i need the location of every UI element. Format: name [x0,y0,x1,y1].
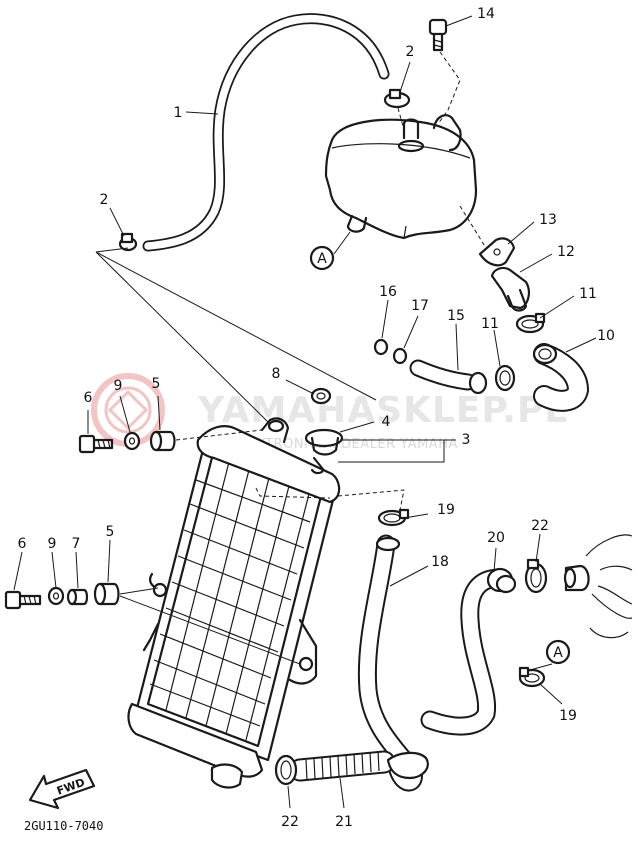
part-engine-stub [563,534,633,639]
part-hose-20 [420,567,517,736]
reference-marker-a-lower: A [545,639,571,665]
callout-label: 5 [106,524,115,540]
part-clamp-22-lower [274,754,298,786]
part-hose-10 [532,343,589,412]
watermark: YAMAHASKLEP.PL ELEKTRONICZ I DEALER YAMA… [91,373,568,452]
callout-label: 8 [272,366,281,382]
part-clamp-22-right [524,558,548,594]
callout-label: 16 [379,284,397,300]
callout-label: 18 [431,554,449,570]
part-bolt-6-upper [78,434,114,454]
part-gasket-13 [478,237,516,267]
reference-marker-a-upper: A [309,245,335,271]
callout-label: 4 [382,414,391,430]
part-grommet-8 [310,387,332,405]
callout-label: 9 [114,378,123,394]
callout-label: 6 [84,390,93,406]
watermark-main-text: YAMAHASKLEP.PL [197,390,568,431]
part-washer-9-upper [123,431,141,451]
callout-label: 5 [152,376,161,392]
callout-label: 10 [597,328,615,344]
part-clip-2-upper [383,88,411,109]
part-clamp-11-right [515,312,546,334]
callout-label: 9 [48,536,57,552]
part-grommet-5-lower [93,582,120,606]
callout-labels: 14 2 1 2 13 12 16 17 15 11 11 10 8 6 9 5… [18,6,615,830]
callout-label: 13 [539,212,557,228]
part-hose-1 [142,13,390,252]
callout-label: 22 [531,518,549,534]
part-clamp-11-left [494,364,516,392]
callout-label: 19 [559,708,577,724]
callout-label: 2 [406,44,415,60]
callout-label: 6 [18,536,27,552]
reference-marker-label: A [317,251,327,267]
part-clamp-19-upper [377,508,410,527]
callout-label: 12 [557,244,575,260]
part-reservoir-tank [324,114,478,240]
part-group-lower-left [4,582,120,610]
watermark-sub-text: ELEKTRONICZ I DEALER YAMAHA [232,437,458,452]
part-pipe-15 [409,359,488,395]
callout-label: 11 [579,286,597,302]
callout-label: 7 [72,536,81,552]
part-o-ring-17 [392,347,408,365]
callout-label: 19 [437,502,455,518]
part-radiator [127,417,344,789]
callout-label: 21 [335,814,353,830]
part-bolt-14 [428,18,448,52]
part-grommet-5-upper [149,430,176,452]
direction-arrow-fwd: FWD [28,768,96,810]
callout-label: 20 [487,530,505,546]
leader-lines [13,15,597,809]
callout-label: 17 [411,298,429,314]
part-clamp-19-lower [518,666,546,688]
callout-label: 1 [174,105,183,121]
callout-label: 3 [462,432,471,448]
part-washer-9-lower [47,586,65,606]
callout-label: 11 [481,316,499,332]
part-hose-21 [288,750,429,782]
part-hose-18 [357,534,423,792]
diagram-code: 2GU110-7040 [24,819,103,833]
part-collar-7 [66,588,89,606]
part-fitting-12 [490,266,530,312]
callout-label: 14 [477,6,495,22]
callout-label: 15 [447,308,465,324]
part-group-upper-left [78,430,176,454]
part-clip-2-lower [118,232,138,252]
callout-label: 2 [100,192,109,208]
part-o-ring-16 [373,338,389,356]
reference-marker-label: A [553,645,563,661]
callout-label: 22 [281,814,299,830]
part-bolt-6-lower [4,590,42,610]
